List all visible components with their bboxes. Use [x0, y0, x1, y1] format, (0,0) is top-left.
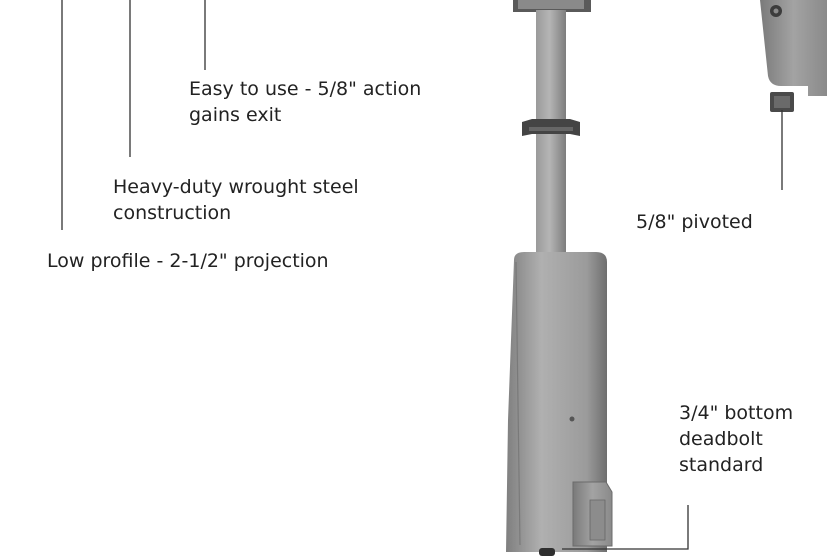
callout-pivoted: 5/8" pivoted — [636, 209, 753, 235]
callout-easy-to-use: Easy to use - 5/8" action gains exit — [189, 76, 421, 128]
callout-low-profile: Low profile - 2-1/2" projection — [47, 248, 329, 274]
callout-bottom-deadbolt-line-2: deadbolt — [679, 428, 763, 450]
callout-pivoted-line-1: 5/8" pivoted — [636, 211, 753, 233]
top-bracket — [513, 0, 591, 12]
callout-bottom-deadbolt: 3/4" bottom deadbolt standard — [679, 400, 793, 478]
callout-heavy-duty: Heavy-duty wrought steel construction — [113, 174, 359, 226]
callout-heavy-duty-line-1: Heavy-duty wrought steel — [113, 176, 359, 198]
callout-easy-to-use-line-2: gains exit — [189, 104, 282, 126]
leader-lines — [61, 0, 783, 550]
callout-easy-to-use-line-1: Easy to use - 5/8" action — [189, 78, 422, 100]
pivoted-latch-device — [760, 0, 827, 112]
callout-bottom-deadbolt-line-3: standard — [679, 454, 764, 476]
callout-bottom-deadbolt-line-1: 3/4" bottom — [679, 402, 794, 424]
vertical-rod — [536, 10, 566, 272]
mid-clip-bracket — [522, 119, 580, 136]
callout-low-profile-line-1: Low profile - 2-1/2" projection — [47, 250, 329, 272]
bottom-housing — [506, 252, 613, 556]
leader-line-bottom-deadbolt — [562, 505, 689, 550]
callout-heavy-duty-line-2: construction — [113, 202, 232, 224]
